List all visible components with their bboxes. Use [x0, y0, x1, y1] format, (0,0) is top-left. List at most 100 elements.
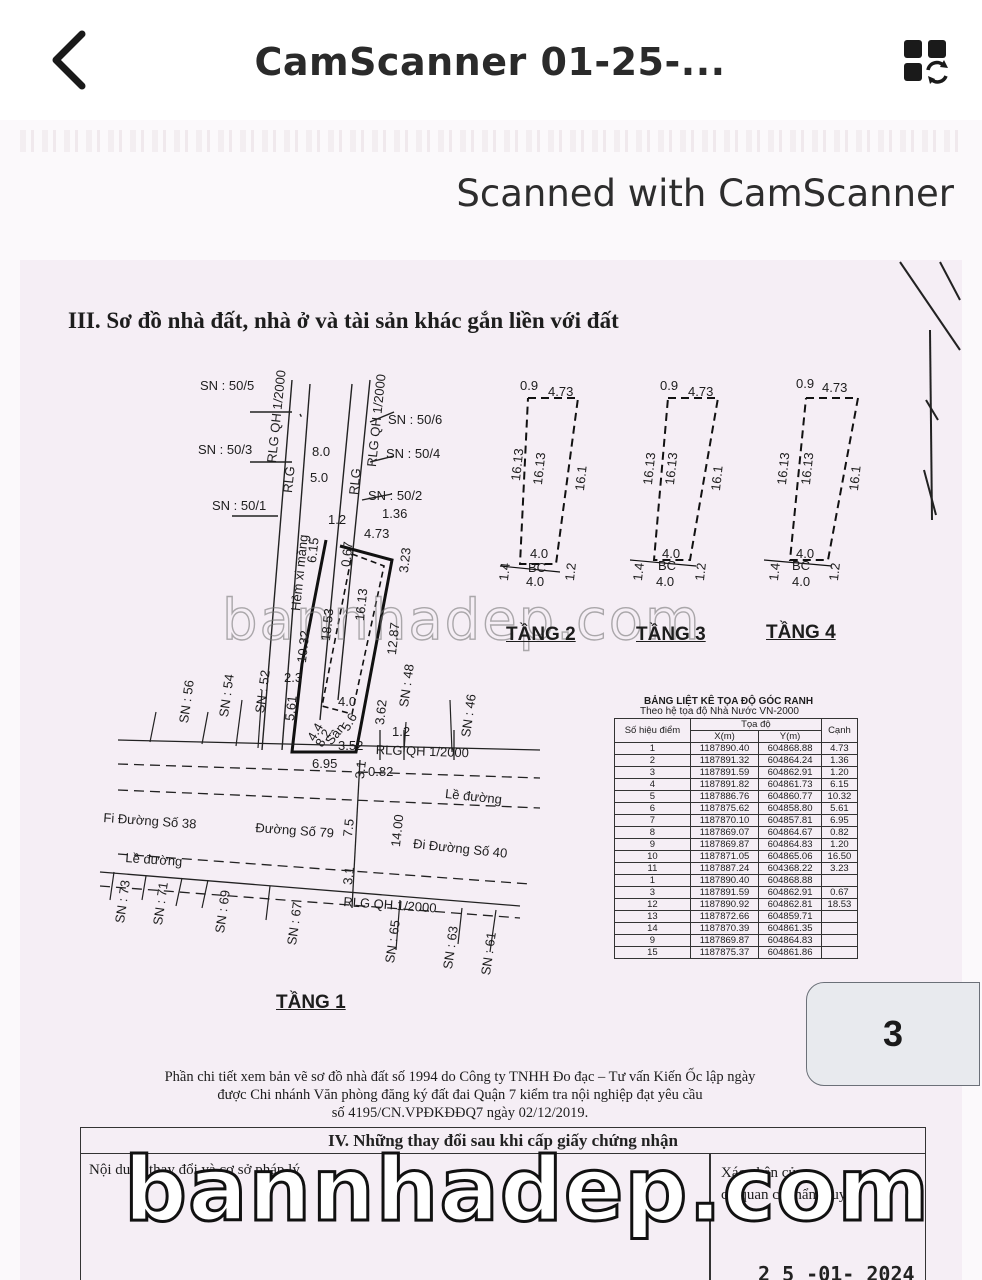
x-cell: 1187870.39: [689, 922, 760, 935]
x-cell: 1187875.37: [689, 946, 760, 959]
sn-label: SN : 50/1: [212, 498, 267, 513]
dimension: 1.2: [392, 724, 411, 739]
dimension: 4.0: [338, 694, 357, 709]
y-cell: 604859.71: [758, 910, 822, 923]
edge-cell: 4.73: [820, 742, 859, 755]
footnote-line: được Chi nhánh Văn phòng đăng ký đất đai…: [217, 1087, 703, 1103]
page-number-badge[interactable]: 3: [806, 982, 980, 1086]
point-cell: 3: [614, 766, 691, 779]
floor-dim: BC: [658, 558, 677, 573]
footnote-line: Phần chi tiết xem bản vẽ sơ đồ nhà đất s…: [164, 1069, 756, 1085]
stamp-date: 2 5 -01- 2024: [758, 1262, 915, 1280]
scan-banner: Scanned with CamScanner: [456, 172, 954, 215]
edge-cell: 6.15: [820, 778, 859, 791]
x-cell: 1187875.62: [689, 802, 760, 815]
app-header: CamScanner 01-25-...: [0, 0, 982, 120]
floor-dim: 0.9: [796, 376, 815, 391]
dimension: 5.61: [282, 694, 300, 722]
point-cell: 5: [614, 790, 691, 803]
y-cell: 604368.22: [758, 862, 822, 875]
floor-dim: 16.1: [708, 464, 726, 492]
chevron-left-icon: [52, 30, 86, 90]
x-cell: 1187870.10: [689, 814, 760, 827]
rlg-label: RLG: [346, 467, 364, 496]
watermark-mid: bannhadep.com: [221, 587, 702, 653]
table-header: Tọa độ: [689, 718, 822, 731]
point-cell: 9: [614, 838, 691, 851]
edge-cell: [820, 922, 859, 935]
dimension: 2.3: [284, 670, 303, 685]
x-cell: 1187891.82: [689, 778, 760, 791]
changes-column-content: Nội dung thay đổi và cơ sở pháp lý: [89, 1162, 300, 1178]
floor-dim: BC: [528, 560, 547, 575]
point-cell: 7: [614, 814, 691, 827]
x-cell: 1187890.40: [689, 742, 760, 755]
edge-cell: 18.53: [820, 898, 859, 911]
floor-dim: 1.4: [496, 562, 513, 582]
table-title: BẢNG LIỆT KÊ TỌA ĐỘ GÓC RANH: [644, 696, 814, 707]
dimension: 6.15: [304, 536, 322, 564]
point-cell: 12: [614, 898, 691, 911]
y-cell: 604861.86: [758, 946, 822, 959]
point-cell: 11: [614, 862, 691, 875]
y-cell: 604862.81: [758, 898, 822, 911]
y-cell: 604864.24: [758, 754, 822, 767]
edge-cell: 0.82: [820, 826, 859, 839]
grid-swap-icon: [904, 40, 948, 84]
y-cell: 604862.91: [758, 766, 822, 779]
floor-outlines: [518, 397, 860, 565]
dimension: 3.62: [372, 698, 390, 726]
floor-dim: 16.1: [846, 464, 864, 492]
authority-line: Xác nhận của: [721, 1165, 803, 1181]
floor-dim: BC: [792, 558, 811, 573]
floor-dim: 16.1: [572, 464, 590, 492]
floor-dim: 4.73: [822, 380, 848, 395]
dimension: 0.82: [368, 764, 394, 779]
dimension: 4.73: [364, 526, 390, 541]
point-cell: 15: [614, 946, 691, 959]
floor-dim: 0.9: [660, 378, 679, 393]
y-cell: 604864.83: [758, 934, 822, 947]
floor-dim: 4.0: [656, 574, 675, 589]
floor-dim: 4.73: [548, 384, 574, 399]
floor-dim: 4.0: [530, 546, 549, 561]
dimension: 3.1: [352, 760, 369, 780]
corner-marks: [899, 261, 961, 521]
dimension: 1.2: [328, 512, 347, 527]
point-cell: 13: [614, 910, 691, 923]
page-switch-button[interactable]: [898, 36, 954, 86]
floor-dim: 0.9: [520, 378, 539, 393]
x-cell: 1187872.66: [689, 910, 760, 923]
changes-heading: IV. Những thay đổi sau khi cấp giấy chứn…: [81, 1128, 925, 1154]
dimension: 3.52: [338, 738, 364, 753]
dimension: 8.0: [312, 444, 331, 459]
y-cell: 604858.80: [758, 802, 822, 815]
back-button[interactable]: [40, 28, 100, 92]
x-cell: 1187886.76: [689, 790, 760, 803]
edge-cell: 1.20: [820, 766, 859, 779]
main-lot-inner: [321, 553, 385, 715]
y-cell: 604860.77: [758, 790, 822, 803]
edge-cell: 1.36: [820, 754, 859, 767]
x-cell: 1187869.07: [689, 826, 760, 839]
point-cell: 10: [614, 850, 691, 863]
edge-cell: 1.20: [820, 838, 859, 851]
point-cell: 1: [614, 742, 691, 755]
lot-ticks-top: [149, 689, 453, 753]
sn-label: SN : 50/3: [198, 442, 253, 457]
x-cell: 1187887.24: [689, 862, 760, 875]
point-cell: 14: [614, 922, 691, 935]
